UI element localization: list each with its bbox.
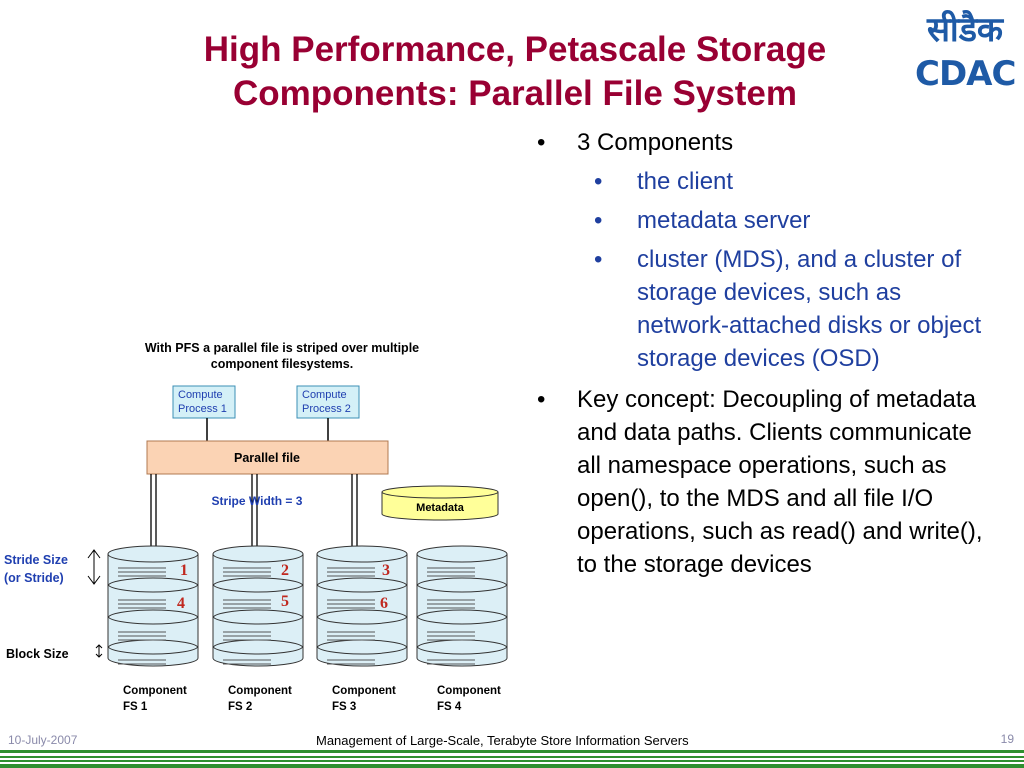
bullet-text: 3 Components — [577, 129, 734, 156]
metadata-cylinder — [381, 485, 499, 521]
sub-bullet-marker: • — [594, 168, 603, 195]
footer-stripes — [0, 749, 1024, 768]
component-fs-4-word: Component — [437, 685, 501, 697]
sub-bullet-text: the client — [637, 168, 734, 195]
footer-title: Management of Large-Scale, Terabyte Stor… — [316, 733, 689, 748]
sub-bullet-marker: • — [594, 207, 603, 234]
diagram-caption-line-1: With PFS a parallel file is striped over… — [145, 341, 419, 355]
pfs-striping-diagram: With PFS a parallel file is striped over… — [4, 341, 508, 713]
title-line-1: High Performance, Petascale Storage — [203, 30, 827, 69]
parallel-file-bar — [146, 440, 389, 475]
compute-process-1-box — [172, 385, 236, 419]
page-number: 19 — [1000, 732, 1014, 746]
bullet-text: Key concept: Decoupling of metadata and … — [577, 386, 983, 578]
component-fs-2-word: Component — [228, 685, 292, 697]
component-fs-3-label: FS 3 — [332, 701, 356, 713]
bullet-components: • 3 Components — [537, 126, 987, 159]
bullet-marker: • — [537, 129, 546, 156]
stride-alt-label: (or Stride) — [4, 571, 64, 585]
bullet-list: • 3 Components • the client • metadata s… — [537, 124, 987, 581]
block-number-2: 2 — [281, 562, 289, 579]
block-number-5: 5 — [281, 593, 289, 610]
sub-bullet-client: • the client — [537, 165, 987, 198]
component-fs-1-word: Component — [123, 685, 187, 697]
stripe-width-label: Stripe Width = 3 — [212, 494, 303, 508]
bullet-marker: • — [537, 386, 546, 413]
stride-size-label: Stride Size — [4, 553, 68, 567]
slide-title: High Performance, Petascale Storage Comp… — [120, 28, 910, 116]
sub-bullet-text: metadata server — [637, 207, 811, 234]
component-fs-2-stack — [212, 545, 304, 667]
compute-process-2-line-1: Compute — [302, 389, 347, 401]
title-line-2: Components: Parallel File System — [232, 74, 798, 113]
block-size-label: Block Size — [6, 647, 69, 661]
block-number-6: 6 — [380, 595, 388, 612]
diagram-caption-line-2: component filesystems. — [211, 357, 353, 371]
sub-bullet-metadata-server: • metadata server — [537, 204, 987, 237]
component-fs-1-label: FS 1 — [123, 701, 148, 713]
compute-process-2-line-2: Process 2 — [302, 403, 351, 415]
compute-process-1-line-1: Compute — [178, 389, 223, 401]
block-size-arrow-icon — [95, 644, 103, 658]
logo-hindi-text: सीडैक — [926, 10, 1004, 50]
metadata-label: Metadata — [416, 502, 465, 514]
sub-bullet-marker: • — [594, 246, 603, 273]
component-fs-3-word: Component — [332, 685, 396, 697]
block-number-1: 1 — [180, 562, 188, 579]
sub-bullet-storage-cluster: • cluster (MDS), and a cluster of storag… — [537, 243, 987, 375]
bullet-key-concept: • Key concept: Decoupling of metadata an… — [537, 383, 987, 581]
component-fs-4-stack — [416, 545, 508, 667]
block-number-4: 4 — [177, 595, 185, 612]
compute-process-2-box — [296, 385, 360, 419]
parallel-file-label: Parallel file — [234, 451, 300, 465]
sub-bullet-text: cluster (MDS), and a cluster of storage … — [637, 246, 982, 372]
compute-process-1-line-2: Process 1 — [178, 403, 227, 415]
stride-arrow-icon — [87, 549, 101, 585]
footer-date: 10-July-2007 — [8, 733, 78, 747]
component-fs-3-stack — [316, 545, 408, 667]
component-fs-4-label: FS 4 — [437, 701, 462, 713]
cdac-logo: सीडैक CDAC — [915, 8, 1016, 98]
logo-english-text: CDAC — [915, 54, 1016, 94]
block-number-3: 3 — [382, 562, 390, 579]
component-fs-2-label: FS 2 — [228, 701, 252, 713]
